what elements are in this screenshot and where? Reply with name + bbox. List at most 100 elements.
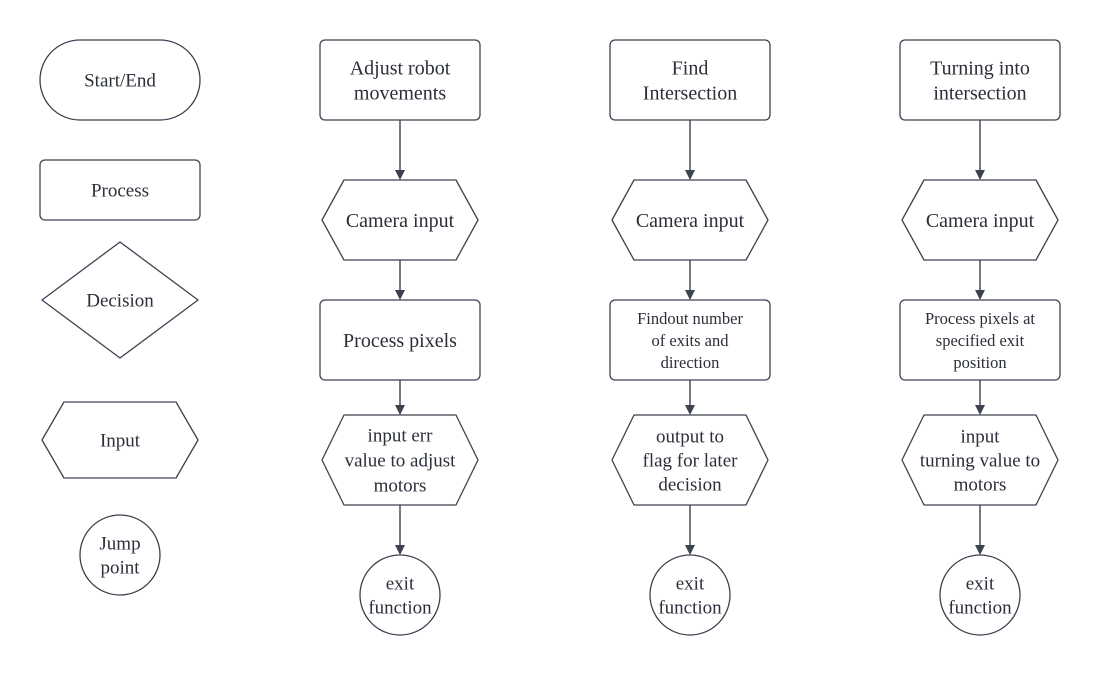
flow-arrow [975, 505, 985, 555]
flow-node-connector: exit function [939, 554, 1021, 636]
legend-terminator: Start/End [39, 39, 201, 121]
node-label: exit function [368, 574, 432, 619]
flow-node-connector: exit function [649, 554, 731, 636]
node-label-line: function [368, 598, 432, 619]
flow-node-input: Camera input [611, 179, 769, 261]
node-label-line: Process pixels [343, 330, 457, 352]
node-label-line: input err [368, 426, 434, 447]
node-label: output to flag for later decision [643, 427, 739, 496]
flow-arrow [395, 380, 405, 415]
flow-node-input: Camera input [901, 179, 1059, 261]
node-label-line: Adjust robot [350, 58, 451, 80]
node-label-line: flag for later [643, 451, 739, 472]
flow-arrow [395, 260, 405, 300]
node-label-line: function [658, 598, 722, 619]
flow-arrow [395, 505, 405, 555]
node-label-line: input [960, 427, 1000, 448]
node-label-line: exit [386, 574, 415, 595]
arrowhead-icon [395, 405, 405, 415]
flow-arrow [975, 120, 985, 180]
node-label-line: Intersection [643, 83, 737, 105]
arrowhead-icon [975, 170, 985, 180]
node-label: Input [100, 431, 141, 452]
node-label: Jump point [99, 534, 140, 579]
legend-input: Input [41, 401, 199, 479]
arrowhead-icon [685, 290, 695, 300]
node-label-line: exit [966, 574, 995, 595]
node-label-line: Findout number [637, 309, 743, 328]
flow-node-connector: exit function [359, 554, 441, 636]
node-label-line: value to adjust [345, 451, 457, 472]
flow-arrow [395, 120, 405, 180]
node-label-line: Camera input [346, 210, 455, 232]
node-label: Findout number of exits and direction [637, 309, 743, 372]
arrowhead-icon [975, 405, 985, 415]
node-label-line: point [100, 558, 140, 579]
arrowhead-icon [975, 290, 985, 300]
node-label: Decision [86, 291, 154, 312]
node-label-line: movements [354, 83, 446, 105]
node-label-line: specified exit [936, 331, 1025, 350]
node-label-line: Camera input [636, 210, 745, 232]
flow-arrow [975, 380, 985, 415]
node-label-line: Decision [86, 291, 154, 312]
node-label: Process pixels at specified exit position [925, 309, 1035, 372]
legend-process: Process [39, 159, 201, 221]
node-label-line: Turning into [930, 58, 1030, 80]
node-label-line: direction [661, 353, 720, 372]
node-label-line: output to [656, 427, 724, 448]
node-label-line: Process [91, 181, 149, 202]
flow-arrow [685, 380, 695, 415]
node-label-line: function [948, 598, 1012, 619]
node-label-line: Input [100, 431, 141, 452]
node-label-line: exit [676, 574, 705, 595]
flow-arrow [685, 260, 695, 300]
arrowhead-icon [395, 170, 405, 180]
node-label: Start/End [84, 71, 156, 92]
flow-arrow [685, 505, 695, 555]
arrowhead-icon [395, 545, 405, 555]
flow-arrow [975, 260, 985, 300]
arrowhead-icon [685, 405, 695, 415]
node-label: Adjust robot movements [350, 58, 451, 105]
legend-connector: Jump point [79, 514, 161, 596]
flow-node-input: input err value to adjust motors [321, 414, 479, 506]
node-label-line: Start/End [84, 71, 156, 92]
node-label: input err value to adjust motors [345, 426, 457, 497]
node-label-line: of exits and [652, 331, 730, 350]
flow-node-input: Camera input [321, 179, 479, 261]
flow-node-input: output to flag for later decision [611, 414, 769, 506]
node-label-line: turning value to [920, 451, 1040, 472]
node-label: Camera input [346, 210, 455, 232]
node-label: Camera input [636, 210, 745, 232]
node-label-line: position [953, 353, 1006, 372]
node-label-line: decision [658, 475, 722, 496]
node-label: Process pixels [343, 330, 457, 352]
arrowhead-icon [685, 545, 695, 555]
flow-connectors [395, 120, 985, 555]
node-label: exit function [658, 574, 722, 619]
node-label-line: Process pixels at [925, 309, 1035, 328]
node-label: Process [91, 181, 149, 202]
flow-node-process: Adjust robot movements [319, 39, 481, 121]
node-label-line: Jump [99, 534, 140, 555]
flow-node-process: Process pixels at specified exit position [899, 299, 1061, 381]
node-label: exit function [948, 574, 1012, 619]
node-label-line: Find [672, 58, 709, 80]
node-label-line: motors [374, 476, 427, 497]
legend-decision: Decision [41, 241, 199, 359]
flow-node-process: Process pixels [319, 299, 481, 381]
arrowhead-icon [685, 170, 695, 180]
arrowhead-icon [975, 545, 985, 555]
